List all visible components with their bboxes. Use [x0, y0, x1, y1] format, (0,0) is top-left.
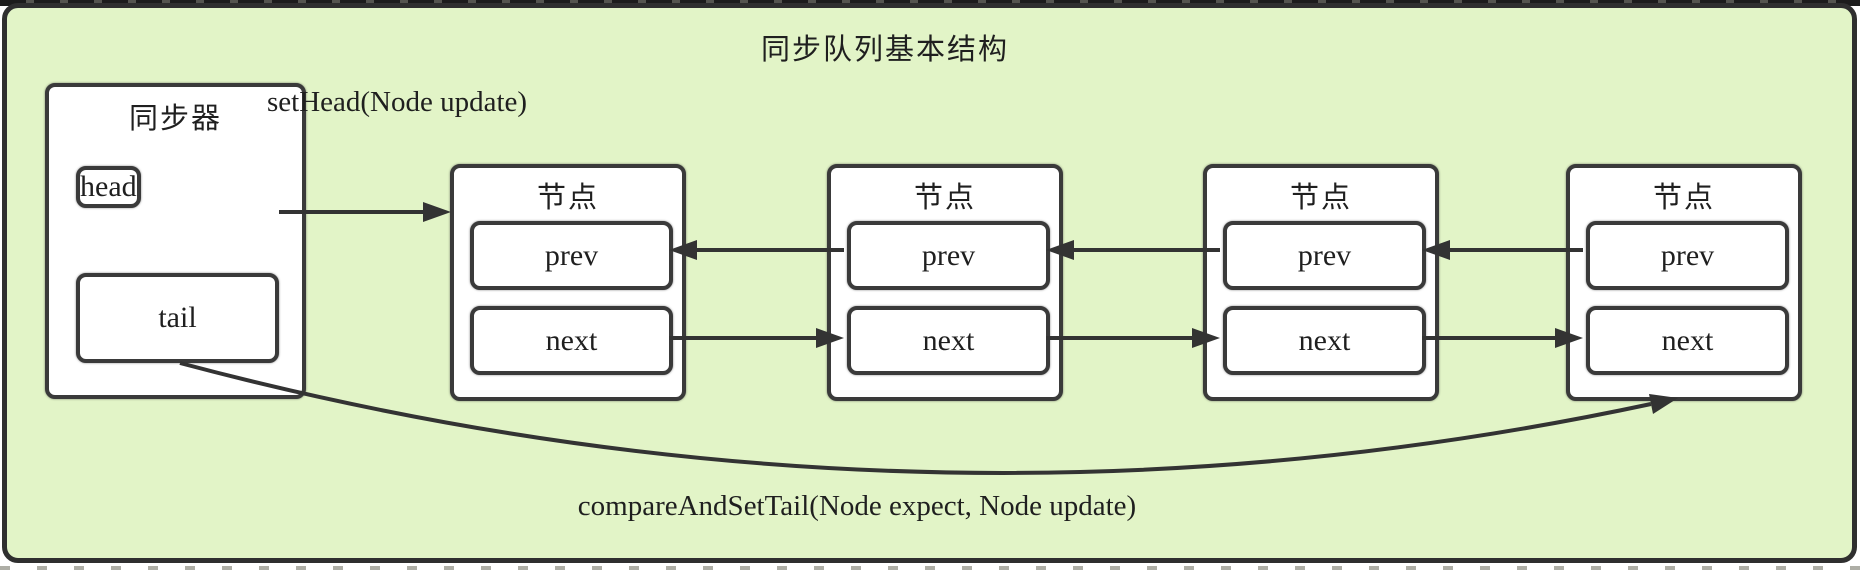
node-box-4: 节点 prev next — [1566, 164, 1802, 401]
diagram-title: 同步队列基本结构 — [760, 34, 1010, 66]
prev-field: prev — [1223, 221, 1426, 290]
next-field: next — [1223, 306, 1426, 375]
node-box-1: 节点 prev next — [450, 164, 686, 401]
node-box-2: 节点 prev next — [827, 164, 1063, 401]
next-field: next — [847, 306, 1050, 375]
prev-field-label: prev — [921, 238, 976, 272]
head-field: head — [76, 166, 141, 208]
prev-field-label: prev — [1297, 238, 1352, 272]
node-title: 节点 — [536, 182, 599, 214]
set-head-label: setHead(Node update) — [267, 86, 528, 118]
node-title: 节点 — [1652, 182, 1715, 214]
next-field-label: next — [1661, 323, 1714, 357]
next-field: next — [1586, 306, 1789, 375]
compare-and-set-tail-label: compareAndSetTail(Node expect, Node upda… — [577, 490, 1137, 522]
prev-field-label: prev — [1660, 238, 1715, 272]
next-field-label: next — [545, 323, 598, 357]
node-title: 节点 — [913, 182, 976, 214]
prev-field: prev — [470, 221, 673, 290]
node-box-3: 节点 prev next — [1203, 164, 1439, 401]
head-field-label: head — [80, 170, 137, 203]
bottom-edge-dashes — [0, 566, 1860, 570]
prev-field: prev — [847, 221, 1050, 290]
next-field-label: next — [922, 323, 975, 357]
prev-field-label: prev — [544, 238, 599, 272]
node-title: 节点 — [1289, 182, 1352, 214]
next-field: next — [470, 306, 673, 375]
next-field-label: next — [1298, 323, 1351, 357]
synchronizer-title: 同步器 — [128, 103, 222, 135]
prev-field: prev — [1586, 221, 1789, 290]
tail-field-label: tail — [158, 301, 197, 334]
tail-field: tail — [76, 273, 279, 363]
